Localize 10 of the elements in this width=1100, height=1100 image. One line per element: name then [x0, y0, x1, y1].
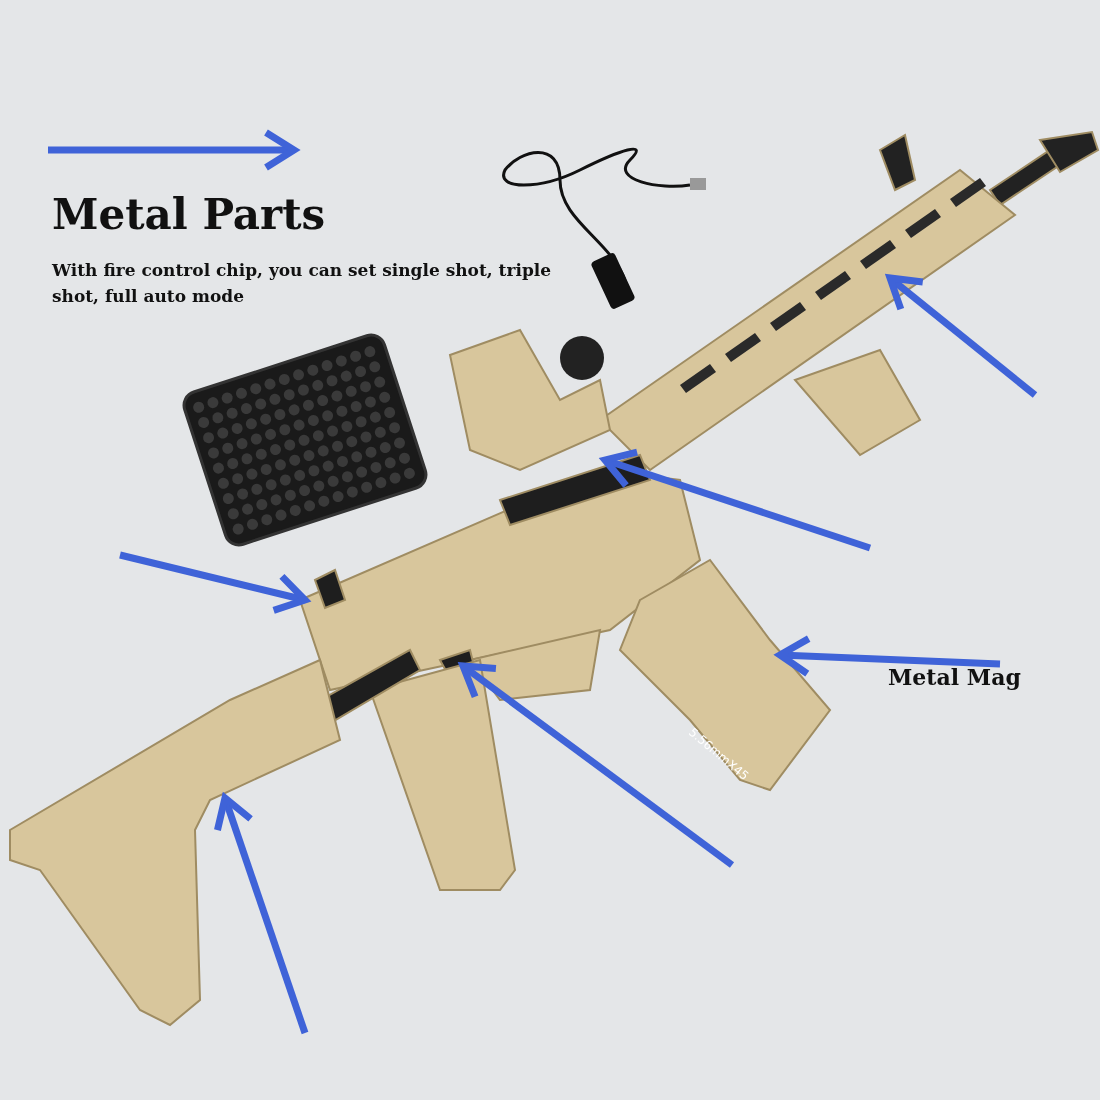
arrow — [213, 794, 309, 1035]
caption-text: With fire control chip, you can set single shot, triple shot, full auto mode — [52, 259, 552, 308]
arrow — [601, 448, 872, 552]
leader-line — [776, 635, 1001, 678]
part-label: Metal Mag — [888, 664, 1021, 690]
arrow — [459, 662, 735, 868]
arrow — [119, 551, 309, 614]
title: Metal Parts — [52, 190, 326, 239]
arrow — [886, 274, 1038, 398]
rifle-drawing — [8, 130, 1100, 1028]
